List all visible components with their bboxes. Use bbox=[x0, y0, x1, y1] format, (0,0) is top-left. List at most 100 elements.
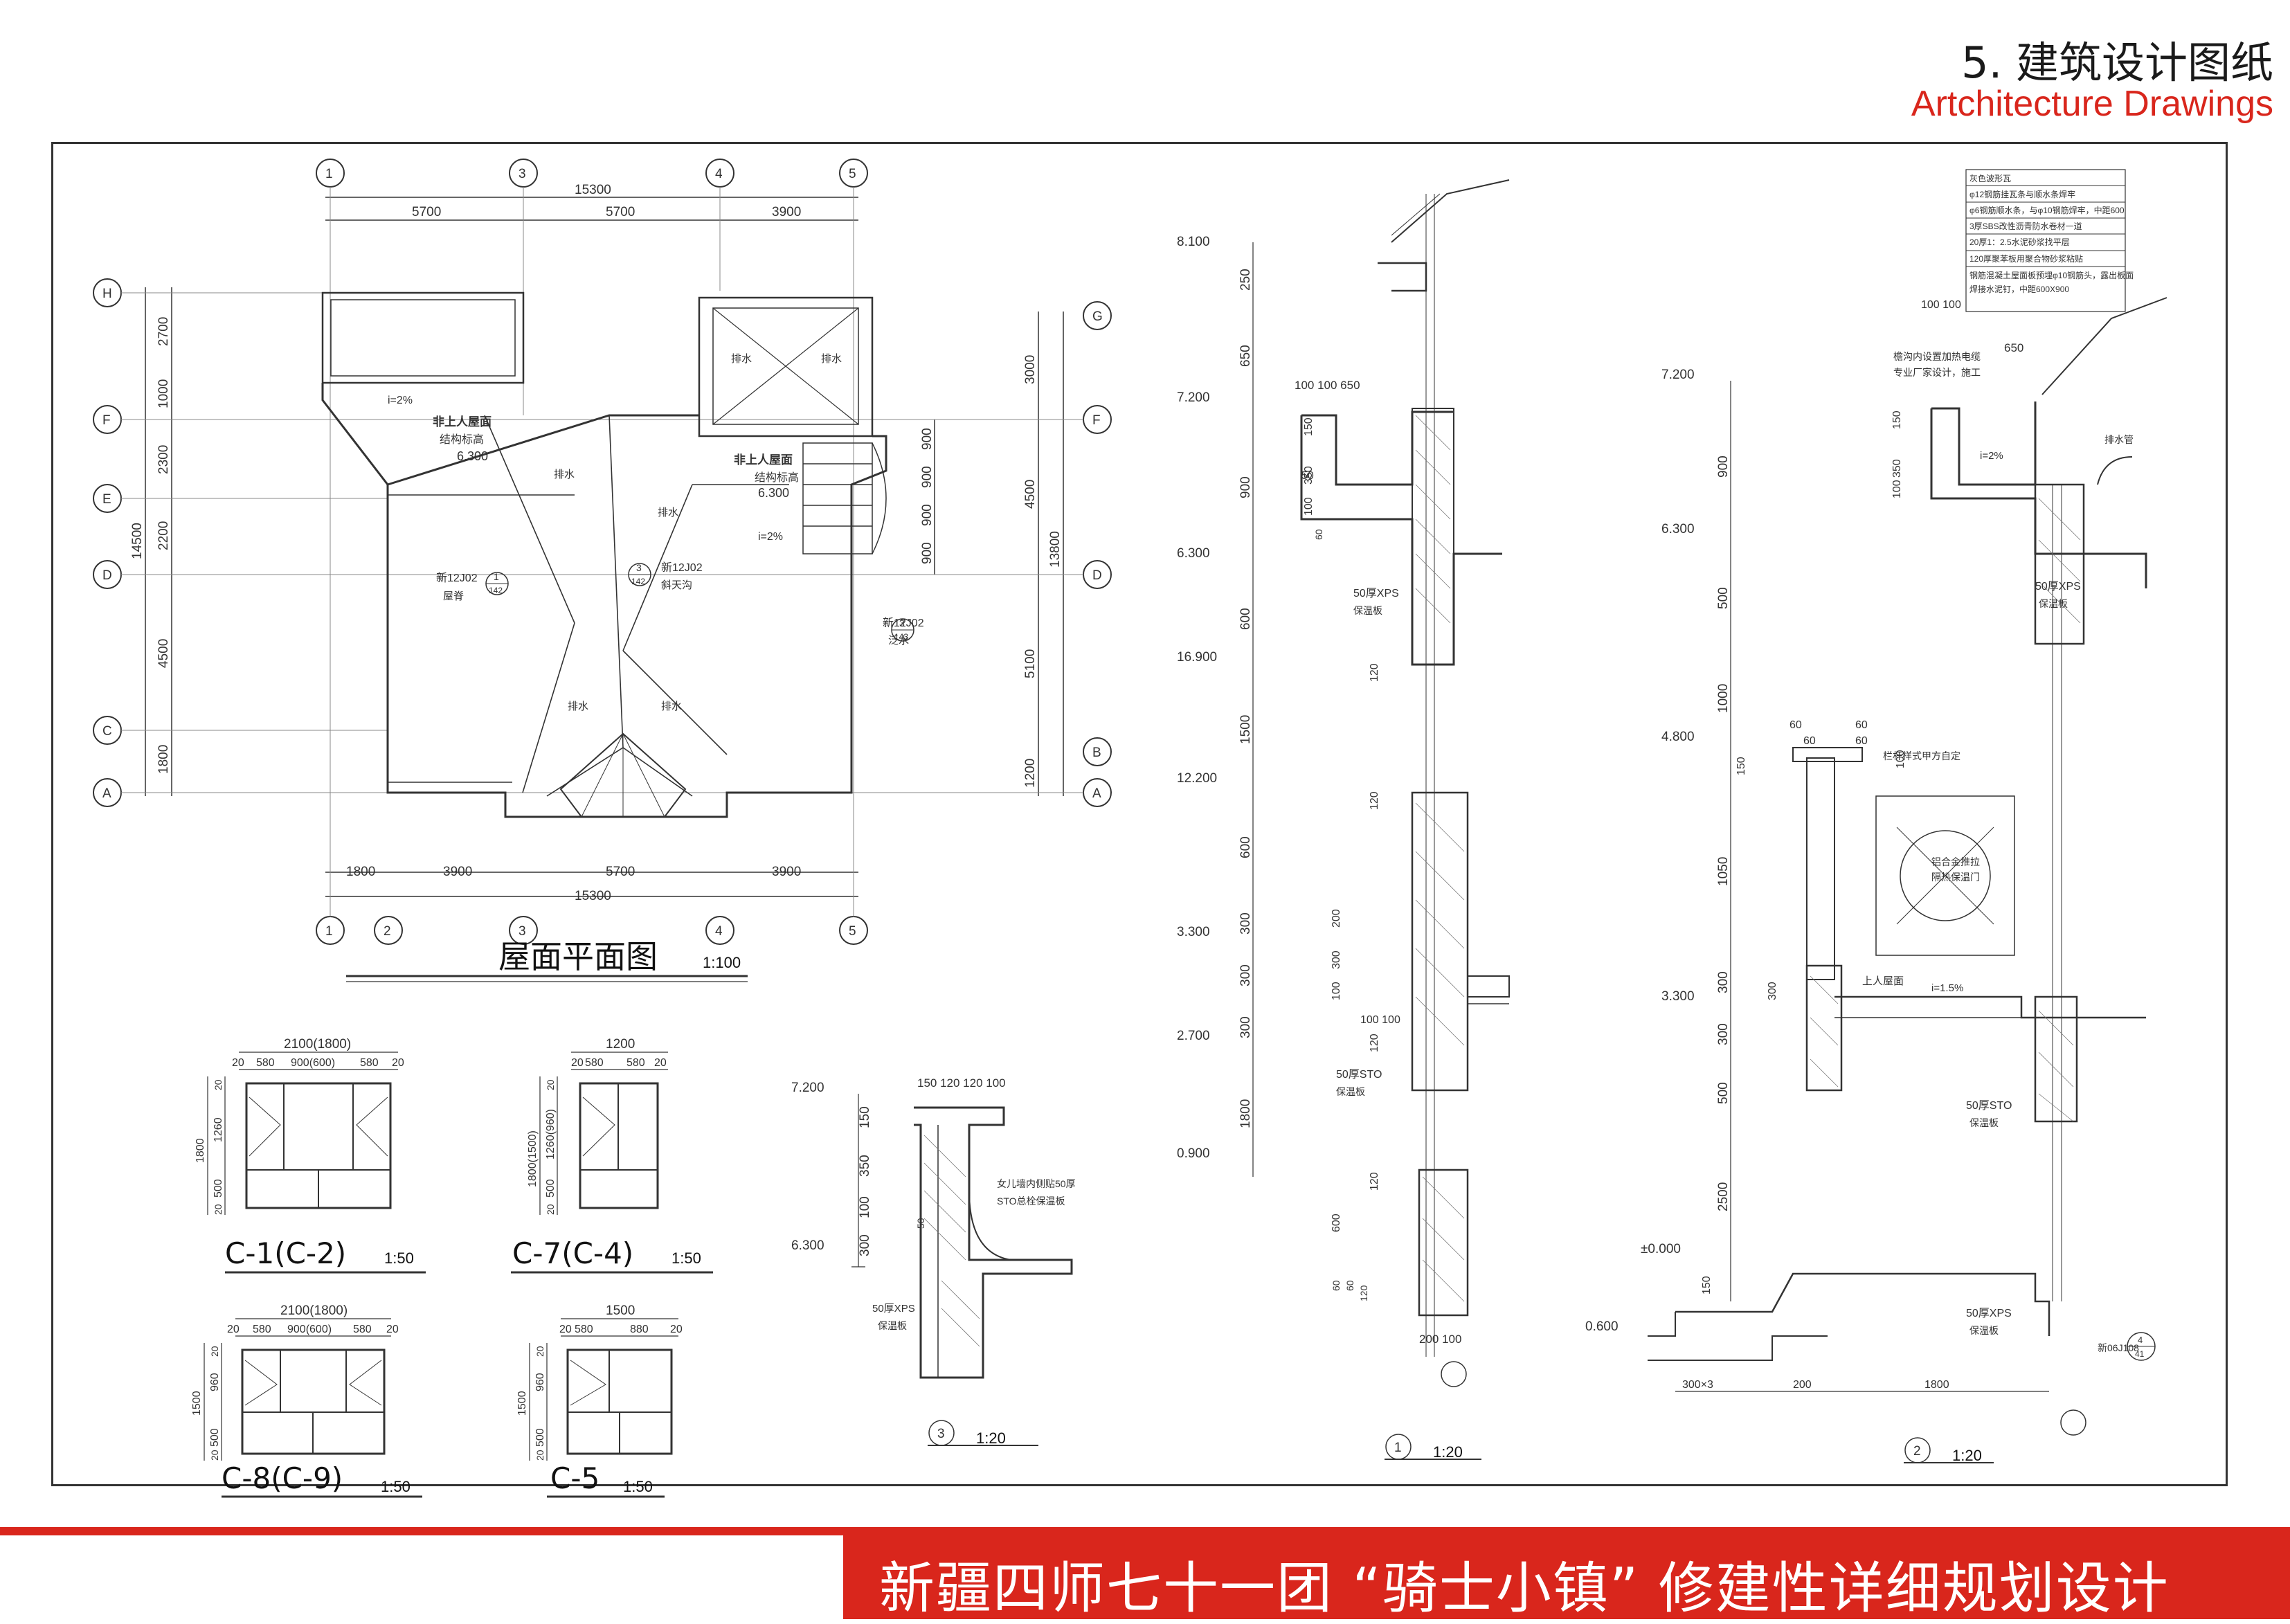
d2-elev-4: ±0.000 bbox=[1641, 1242, 1681, 1256]
dim-left-5: 4500 bbox=[156, 639, 171, 668]
d2-inner-2: 100 bbox=[1891, 480, 1903, 498]
d2-elev-5: 0.600 bbox=[1585, 1319, 1619, 1334]
d3-dim50: 50 bbox=[915, 1218, 926, 1229]
axis-right-b: B bbox=[1092, 746, 1101, 760]
axis-left-d: D bbox=[102, 568, 112, 583]
axis-top-3: 3 bbox=[519, 167, 526, 181]
label-drain-5: 排水 bbox=[731, 353, 752, 365]
w4-sub-2: 880 bbox=[630, 1324, 649, 1335]
d1-elev-2: 6.300 bbox=[1177, 546, 1210, 561]
w3-height: 1500 bbox=[191, 1391, 203, 1416]
d1-inner-2: 100 bbox=[1303, 497, 1315, 516]
d2-inner-1: 350 bbox=[1891, 459, 1903, 478]
d2-dims-top: 100 100 bbox=[1921, 299, 1961, 311]
d2-elev-3: 3.300 bbox=[1661, 989, 1695, 1004]
dim-left-total: 14500 bbox=[130, 523, 145, 559]
w4-sub-1: 580 bbox=[575, 1324, 593, 1335]
w3-vsub-1: 960 bbox=[209, 1373, 221, 1391]
roof-plan bbox=[93, 159, 1112, 982]
dim-top-total: 15300 bbox=[575, 183, 611, 197]
w1-sub-4: 20 bbox=[392, 1057, 404, 1069]
axis-top-5: 5 bbox=[849, 167, 856, 181]
dim-right-total: 13800 bbox=[1048, 531, 1063, 568]
w3-sub-0: 20 bbox=[227, 1324, 240, 1335]
d1-vdim-2: 900 bbox=[1238, 476, 1253, 498]
w2-vsub-3: 20 bbox=[545, 1204, 556, 1215]
w4-sub-3: 20 bbox=[670, 1324, 683, 1335]
d1-inner-10: 120 bbox=[1369, 1034, 1380, 1052]
w4-scale: 1:50 bbox=[623, 1478, 653, 1495]
label-drain-3: 排水 bbox=[568, 701, 588, 712]
d2-vdim-6: 500 bbox=[1716, 1082, 1731, 1104]
d1-inner-15: 120 bbox=[1358, 1285, 1369, 1301]
d1-inner-1: 350 bbox=[1303, 466, 1315, 485]
d2-inner-5: 150 bbox=[1701, 1276, 1713, 1294]
detail-1 bbox=[1252, 179, 1510, 1460]
d2-slope2: i=1.5% bbox=[1931, 982, 1963, 994]
d2-bottom-0: 300×3 bbox=[1682, 1379, 1713, 1391]
axis-bottom-4: 4 bbox=[715, 924, 723, 939]
d3-index: 3 bbox=[937, 1427, 945, 1441]
d1-vdim-4: 1500 bbox=[1238, 715, 1253, 744]
d1-inner-4: 60 bbox=[1313, 529, 1324, 540]
d2-sto-sub: 保温板 bbox=[1969, 1117, 1999, 1128]
dim-left-2: 1000 bbox=[156, 379, 171, 408]
d2-inner-4: 300 bbox=[1767, 982, 1778, 1000]
d2-note-gutter2: 专业厂家设计，施工 bbox=[1893, 367, 1981, 378]
d2-up-roof: 上人屋面 bbox=[1862, 975, 1904, 987]
footer-title: 新疆四师七十一团 “骑士小镇” 修建性详细规划设计 bbox=[879, 1556, 2170, 1621]
d1-sto: 50厚STO bbox=[1336, 1069, 1382, 1081]
dim-right-4: 1200 bbox=[1023, 759, 1038, 788]
w2-sub-2: 580 bbox=[626, 1057, 645, 1069]
d1-vdim-5: 600 bbox=[1238, 836, 1253, 858]
w2-sub-1: 580 bbox=[585, 1057, 604, 1069]
label-non-roof-2: 非上人屋面 bbox=[734, 453, 793, 467]
d2-inner-0: 150 bbox=[1891, 410, 1903, 429]
drawing-sheet-frame bbox=[51, 142, 2228, 1486]
d1-inner-0: 150 bbox=[1303, 417, 1315, 436]
w2-scale: 1:50 bbox=[671, 1249, 701, 1267]
d2-vdim-0: 900 bbox=[1716, 455, 1731, 478]
d2-xps: 50厚XPS bbox=[2035, 581, 2081, 593]
dim-right-1: 3000 bbox=[1023, 355, 1038, 384]
dim-left-1: 2700 bbox=[156, 317, 171, 346]
d1-elev-7: 0.900 bbox=[1177, 1146, 1210, 1161]
d2-bottom-2: 1800 bbox=[1924, 1379, 1949, 1391]
d2-inner-3: 150 bbox=[1735, 757, 1747, 775]
d2-note-door1: 铝合金推拉 bbox=[1931, 856, 1980, 867]
d1-elev-3: 16.900 bbox=[1177, 650, 1217, 665]
d2-vdim-5: 300 bbox=[1716, 1023, 1731, 1045]
d2-xps-sub: 保温板 bbox=[2039, 598, 2068, 609]
d1-elev-1: 7.200 bbox=[1177, 390, 1210, 405]
d1-vdim-8: 300 bbox=[1238, 1016, 1253, 1038]
d3-vdim-3: 300 bbox=[858, 1234, 872, 1256]
d3-note1: 女儿墙内侧贴50厚 bbox=[997, 1178, 1076, 1189]
d2-dim60-1: 60 bbox=[1803, 735, 1816, 747]
d2-slope: i=2% bbox=[1980, 450, 2003, 462]
dim-top-2: 5700 bbox=[606, 205, 635, 219]
d1-index: 1 bbox=[1394, 1441, 1402, 1455]
footer-banner bbox=[843, 1535, 2290, 1619]
d2-bottom-1: 200 bbox=[1793, 1379, 1812, 1391]
d2-vdim-4: 300 bbox=[1716, 971, 1731, 993]
axis-right-f: F bbox=[1092, 413, 1101, 428]
d2-vdim-2: 1000 bbox=[1716, 684, 1731, 713]
dim-bottom-1: 1800 bbox=[346, 865, 375, 879]
w4-sub-0: 20 bbox=[559, 1324, 572, 1335]
d3-xps-sub: 保温板 bbox=[878, 1320, 907, 1331]
d2-note-door2: 隔热保温门 bbox=[1931, 872, 1980, 883]
w4-vsub-1: 960 bbox=[534, 1373, 546, 1391]
ref3-sub: 泛水 bbox=[888, 635, 909, 647]
axis-bottom-1: 1 bbox=[325, 924, 333, 939]
label-slope-1: i=2% bbox=[388, 395, 413, 406]
axis-left-c: C bbox=[102, 724, 112, 739]
ref1-sub: 屋脊 bbox=[443, 590, 464, 602]
w1-sub-2: 900(600) bbox=[291, 1057, 335, 1069]
label-drain-6: 排水 bbox=[821, 353, 842, 365]
w3-sub-2: 900(600) bbox=[287, 1324, 332, 1335]
w2-height: 1800(1500) bbox=[527, 1130, 539, 1187]
w3-vsub-3: 20 bbox=[209, 1450, 220, 1461]
label-drain-1: 排水 bbox=[554, 469, 575, 480]
w1-sub-3: 580 bbox=[360, 1057, 379, 1069]
